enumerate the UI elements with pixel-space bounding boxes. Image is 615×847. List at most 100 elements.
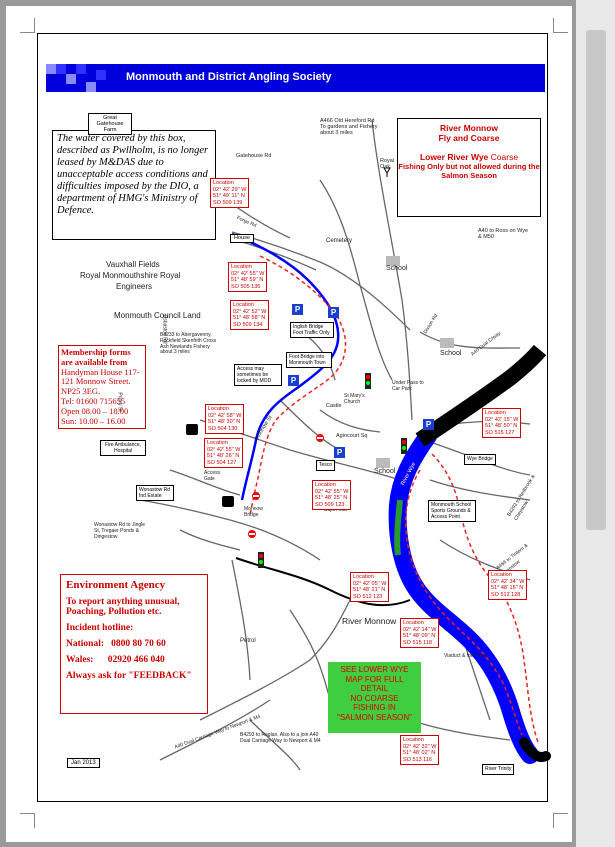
- label-river-monnow: River Monnow: [342, 616, 397, 626]
- label-royal-oak: Royal Oak: [380, 158, 395, 170]
- legend-fly-coarse: Fly and Coarse: [438, 133, 500, 143]
- river-trinity-end: [519, 737, 551, 762]
- label-wonastow-ind: Wonastow Rd Ind Estate: [136, 485, 174, 501]
- label-a466: A466 Old Hereford Rd To gardens and Fish…: [320, 118, 378, 136]
- label-tesco: Tesco: [316, 460, 336, 471]
- scrollbar-thumb[interactable]: [586, 30, 606, 530]
- label-gatehouse-rd: Gatehouse Rd: [236, 153, 272, 159]
- monnow-red-dashed-route: [249, 255, 347, 516]
- notice-line: FISHING IN: [353, 703, 396, 712]
- island: [394, 499, 403, 556]
- label-school: School: [440, 350, 462, 357]
- label-cemetery: Cemetery: [326, 238, 353, 244]
- membership-sun: Sun: 10.00 – 16.00: [61, 415, 126, 426]
- map-title: Monmouth and District Angling Society: [126, 71, 332, 83]
- membership-address: Handyman House 117-121 Monnow Street. NP…: [61, 366, 140, 397]
- ea-wales: Wales: 02920 466 040: [66, 655, 165, 665]
- label-osbaston: Osbaston Rd: [161, 314, 168, 344]
- label-castle: Castle: [326, 403, 342, 409]
- label-super-mkt: Super Mkt: [324, 507, 347, 513]
- crop-mark: [20, 18, 35, 33]
- legend-river-monnow: River Monnow: [439, 123, 499, 133]
- school-icons: [376, 256, 454, 468]
- water-notice-text: The water covered by this box, described…: [57, 133, 209, 216]
- parking-icon: P: [423, 419, 434, 430]
- parking-icon: P: [334, 447, 345, 458]
- wye-red-dashed-left: [404, 469, 523, 736]
- membership-box: Membership forms are available from Hand…: [58, 345, 146, 430]
- label-viaduct: Viaduct & foot Path: [444, 653, 487, 659]
- label-b4293: B4293 to Raglan. Also to a join A40 Dual…: [240, 732, 321, 744]
- car-park-icon: [186, 424, 198, 435]
- label-vauxhall: Vauxhall Fields: [106, 260, 160, 269]
- label-engineers: Engineers: [116, 282, 153, 291]
- label-b4233: B4233 to Abergavenny, Rockfield Skenfrit…: [160, 332, 217, 356]
- label-access-locked: Access may sometimes be locked by MOD: [234, 364, 282, 386]
- label-priory: Priory St: [116, 392, 123, 412]
- river-wye-blue: [388, 427, 539, 764]
- header-decoration: [76, 64, 86, 74]
- label-agincourt: Agincourt Sq: [336, 433, 368, 439]
- label-fire-ambulance: Fire Ambulance, Hospital: [100, 440, 146, 456]
- label-great-gatehouse: Great Gatehouse Farm: [88, 113, 132, 135]
- label-river-trinity: River Trinity: [482, 764, 515, 775]
- notice-line: "SALMON SEASON": [336, 712, 413, 722]
- pub-icon: [383, 167, 391, 177]
- label-monnow-bridge: Monnow Bridge: [244, 506, 263, 518]
- ea-report: To report anything unusual, Poaching, Po…: [66, 597, 180, 617]
- label-wonastow-rd: Wonastow Rd to Jingle St, Tregaer Ponds …: [94, 522, 146, 540]
- notice-line: MAP FOR FULL: [345, 674, 404, 684]
- legend-lower-wye: Lower River Wye Coarse: [419, 152, 519, 162]
- header-decoration: [66, 74, 76, 84]
- header-decoration: [56, 64, 66, 74]
- parking-icon: P: [328, 307, 339, 318]
- notice-line: NO COARSE: [350, 693, 399, 703]
- label-school: School: [386, 265, 408, 272]
- label-access-gate: Access Gate: [204, 470, 221, 482]
- label-monmouth-school: Monmouth School Sports Grounds & Access …: [428, 500, 476, 522]
- date-label: Jan 2013: [67, 758, 100, 768]
- river-wye-upstream: [415, 344, 547, 447]
- crop-mark: [553, 813, 568, 828]
- label-school: School: [374, 468, 396, 475]
- ea-hotline: Incident hotline:: [66, 623, 134, 633]
- crop-mark: [553, 18, 568, 33]
- label-petrol: Petrol: [240, 638, 256, 644]
- label-house: House: [230, 234, 254, 243]
- car-park-icon: [222, 496, 234, 507]
- ea-feedback: Always ask for "FEEDBACK": [66, 671, 192, 681]
- label-wye-bridge: Wye Bridge: [464, 454, 496, 465]
- traffic-lights: [258, 373, 407, 568]
- water-notice-box: The water covered by this box, described…: [52, 130, 216, 240]
- label-a40-ross: A40 to Ross on Wye & M50: [478, 228, 529, 240]
- label-council: Monmouth Council Land: [114, 311, 201, 320]
- label-footbridge: Foot Bridge into Monmouth Town: [286, 352, 332, 368]
- parking-icon: P: [292, 304, 303, 315]
- notice-line: SEE LOWER WYE: [340, 665, 409, 674]
- notice-line: DETAIL: [360, 684, 389, 693]
- label-under-pass: Under Pass to Car Park: [392, 380, 424, 392]
- legend-rule: Fishing Only but not allowed during the …: [398, 162, 540, 180]
- ea-national: National: 0800 80 70 60: [66, 639, 166, 649]
- header-decoration: [96, 70, 106, 80]
- membership-tel: Tel: 01600 715655: [61, 395, 126, 406]
- no-entry-signs: [248, 434, 324, 538]
- environment-agency-box: Environment Agency To report anything un…: [60, 574, 208, 714]
- label-st-marys: St Mary's Church: [344, 393, 365, 405]
- crop-mark: [20, 813, 35, 828]
- ea-title: Environment Agency: [66, 579, 166, 591]
- header-band: [46, 64, 545, 92]
- header-decoration: [46, 64, 56, 74]
- parking-icon: P: [288, 375, 299, 386]
- membership-open: Open 08.00 – 18.00: [61, 405, 129, 416]
